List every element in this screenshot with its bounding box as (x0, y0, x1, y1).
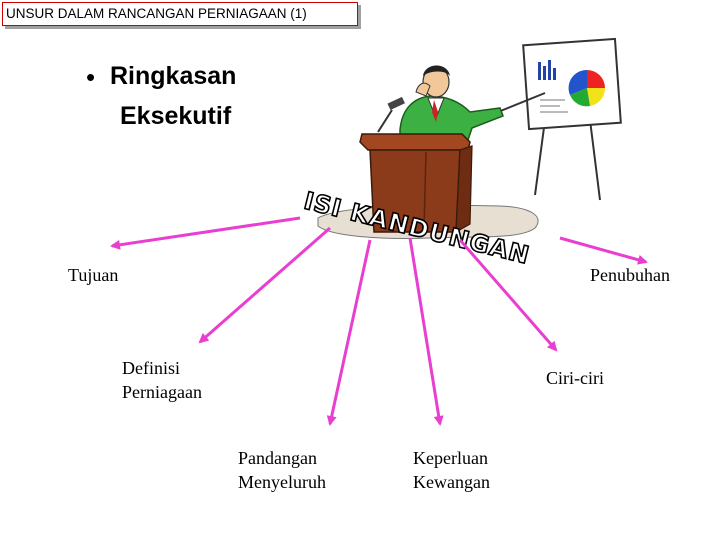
node-keperluan: Keperluan Kewangan (413, 446, 490, 494)
node-penubuhan-line1: Penubuhan (590, 265, 670, 285)
easel-chart-icon (522, 37, 622, 201)
diagram-arrows (110, 216, 648, 426)
arrow-to-definisi (198, 226, 331, 344)
node-definisi-line2: Perniagaan (122, 382, 202, 402)
slide-title: UNSUR DALAM RANCANGAN PERNIAGAAN (1) (2, 2, 358, 26)
arrow-to-keperluan (408, 237, 444, 426)
node-tujuan-line1: Tujuan (68, 265, 119, 285)
node-definisi: Definisi Perniagaan (122, 356, 202, 404)
bullet-icon: • (86, 62, 96, 92)
bullet-text-line1: Ringkasan (110, 62, 237, 90)
node-pandangan-line1: Pandangan (238, 448, 317, 468)
node-ciri: Ciri-ciri (546, 366, 604, 390)
arrow-to-tujuan (110, 216, 301, 250)
arrow-to-pandangan (326, 239, 372, 426)
node-pandangan-line2: Menyeluruh (238, 472, 326, 492)
arrow-to-penubuhan (559, 236, 648, 265)
arrow-to-ciri (458, 239, 558, 352)
node-penubuhan: Penubuhan (590, 263, 670, 287)
node-keperluan-line1: Keperluan (413, 448, 488, 468)
presenter-clipart (317, 37, 622, 239)
node-tujuan: Tujuan (68, 263, 118, 287)
node-pandangan: Pandangan Menyeluruh (238, 446, 326, 494)
bullet-text-line2: Eksekutif (120, 102, 232, 130)
node-definisi-line1: Definisi (122, 358, 180, 378)
node-keperluan-line2: Kewangan (413, 472, 490, 492)
node-ciri-line1: Ciri-ciri (546, 368, 604, 388)
